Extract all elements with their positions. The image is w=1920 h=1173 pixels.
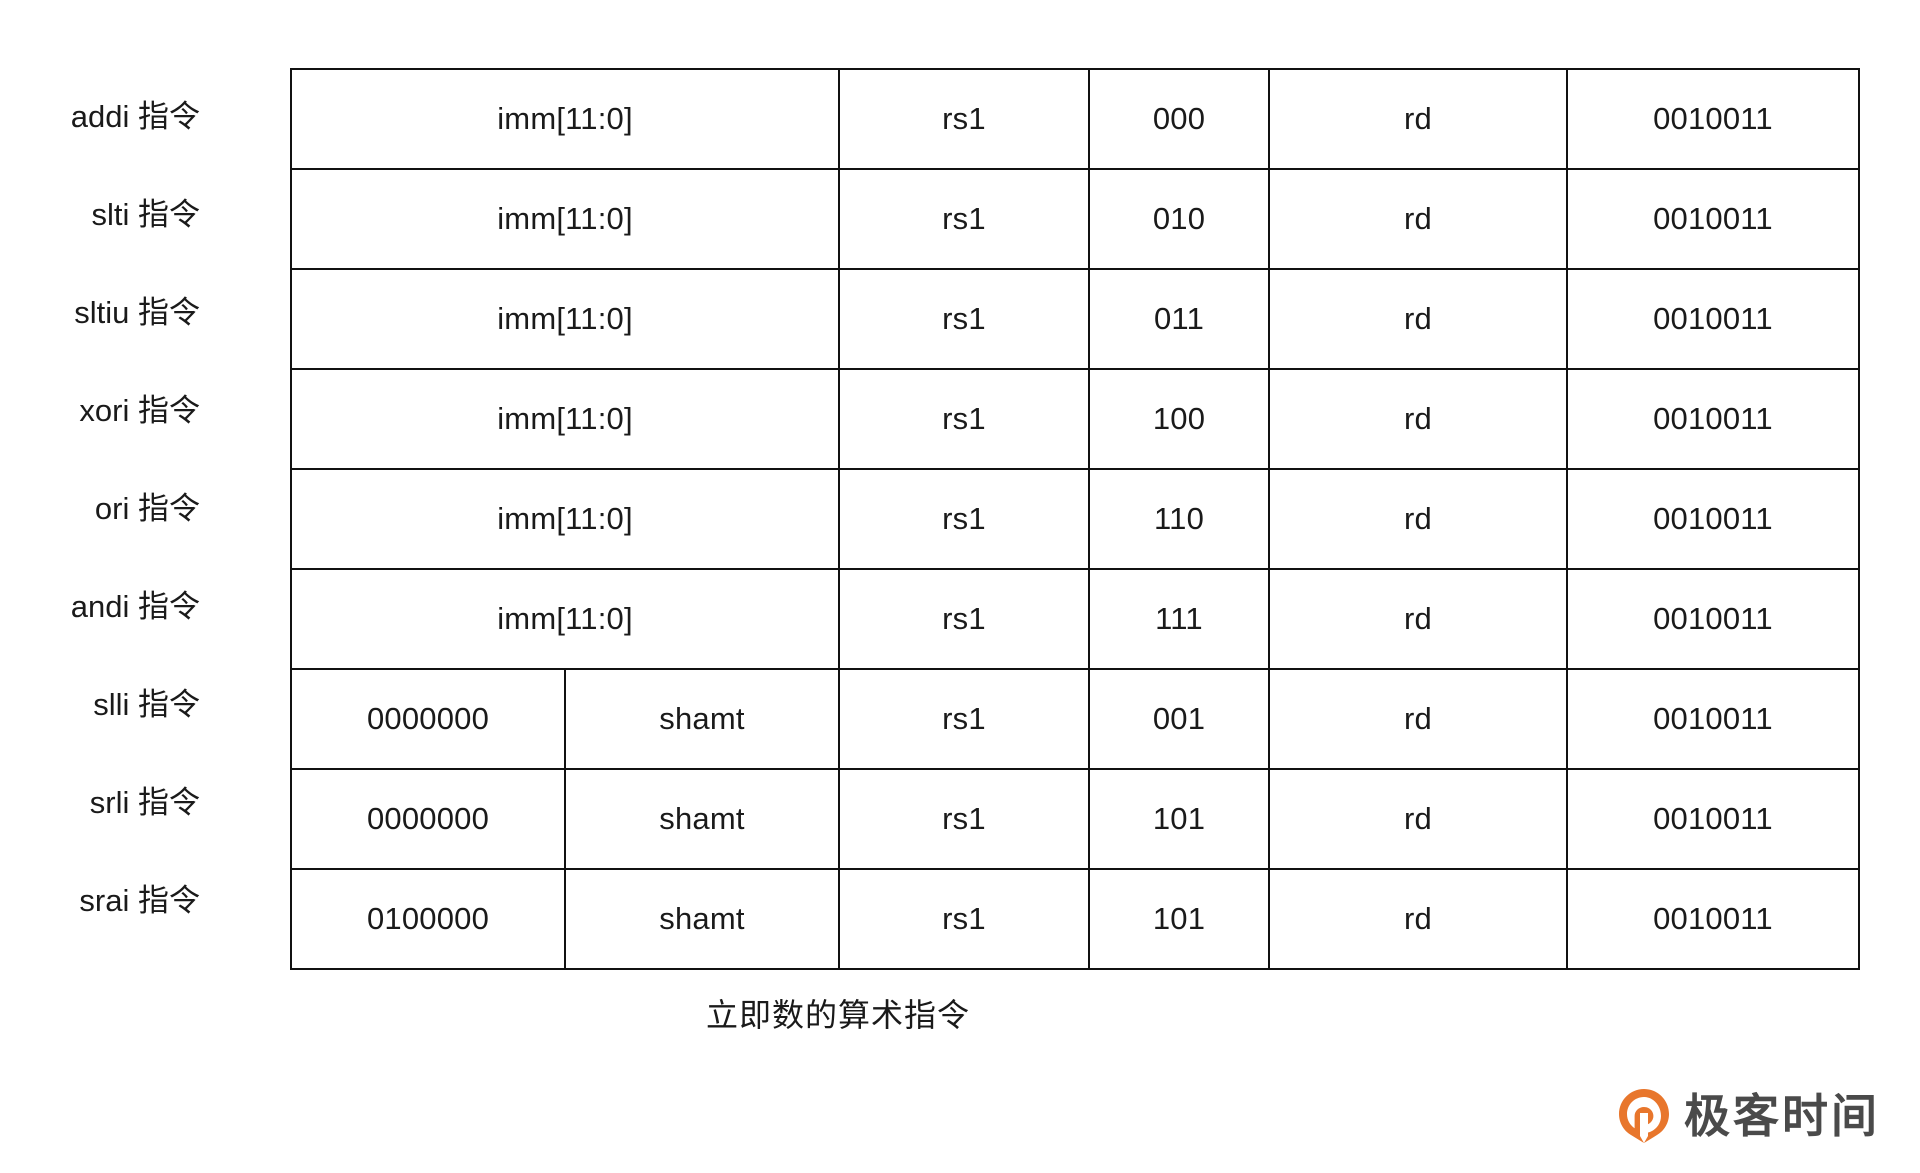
row-label: addi 指令 (70, 99, 200, 134)
row-label: slli 指令 (93, 687, 200, 722)
cell-rs1: rs1 (838, 268, 1090, 370)
cell-funct3: 110 (1088, 468, 1270, 570)
cell-rd: rd (1268, 668, 1568, 770)
cell-rs1: rs1 (838, 768, 1090, 870)
cell-opcode: 0010011 (1566, 368, 1860, 470)
cell-rd: rd (1268, 568, 1568, 670)
cell-rs1: rs1 (838, 868, 1090, 970)
cell-funct7: 0000000 (290, 668, 566, 770)
cell-opcode: 0010011 (1566, 668, 1860, 770)
cell-funct7: 0000000 (290, 768, 566, 870)
cell-rd: rd (1268, 368, 1568, 470)
cell-rd: rd (1268, 768, 1568, 870)
cell-rd: rd (1268, 468, 1568, 570)
cell-opcode: 0010011 (1566, 768, 1860, 870)
cell-opcode: 0010011 (1566, 568, 1860, 670)
figure-caption-text: 立即数的算术指令 (705, 997, 970, 1033)
cell-funct3: 010 (1088, 168, 1270, 270)
row-label: xori 指令 (79, 393, 200, 428)
row-label-column: addi 指令 slti 指令 sltiu 指令 xori 指令 ori 指令 andi … (0, 68, 272, 950)
cell-rs1: rs1 (838, 568, 1090, 670)
cell-rs1: rs1 (838, 168, 1090, 270)
cell-funct3: 000 (1088, 68, 1270, 170)
figure-caption: 立即数的算术指令 (0, 990, 1920, 1036)
cell-opcode: 0010011 (1566, 168, 1860, 270)
cell-immediate: imm[11:0] (290, 468, 840, 570)
row-label: srli 指令 (89, 785, 200, 820)
cell-rs1: rs1 (838, 468, 1090, 570)
cell-opcode: 0010011 (1566, 268, 1860, 370)
cell-rd: rd (1268, 68, 1568, 170)
cell-funct3: 001 (1088, 668, 1270, 770)
cell-rs1: rs1 (838, 368, 1090, 470)
cell-immediate: imm[11:0] (290, 368, 840, 470)
cell-funct3: 101 (1088, 768, 1270, 870)
cell-immediate: imm[11:0] (290, 568, 840, 670)
cell-shamt: shamt (564, 868, 840, 970)
cell-funct3: 011 (1088, 268, 1270, 370)
cell-immediate: imm[11:0] (290, 68, 840, 170)
cell-shamt: shamt (564, 768, 840, 870)
geek-time-logo-icon (1618, 1087, 1670, 1145)
watermark-brand-text: 极客时间 (1684, 1090, 1880, 1142)
cell-funct3: 100 (1088, 368, 1270, 470)
cell-funct7: 0100000 (290, 868, 566, 970)
cell-rs1: rs1 (838, 68, 1090, 170)
row-label: slti 指令 (91, 197, 201, 232)
cell-opcode: 0010011 (1566, 868, 1860, 970)
cell-rd: rd (1268, 268, 1568, 370)
cell-immediate: imm[11:0] (290, 168, 840, 270)
cell-funct3: 111 (1088, 568, 1270, 670)
cell-funct3: 101 (1088, 868, 1270, 970)
cell-rs1: rs1 (838, 668, 1090, 770)
cell-rd: rd (1268, 168, 1568, 270)
row-label: srai 指令 (79, 883, 200, 918)
cell-opcode: 0010011 (1566, 68, 1860, 170)
cell-rd: rd (1268, 868, 1568, 970)
row-label: andi 指令 (70, 589, 200, 624)
cell-opcode: 0010011 (1566, 468, 1860, 570)
cell-immediate: imm[11:0] (290, 268, 840, 370)
row-label: sltiu 指令 (74, 295, 200, 330)
cell-shamt: shamt (564, 668, 840, 770)
watermark: 极客时间 (1618, 1087, 1880, 1145)
row-label: ori 指令 (94, 491, 200, 526)
